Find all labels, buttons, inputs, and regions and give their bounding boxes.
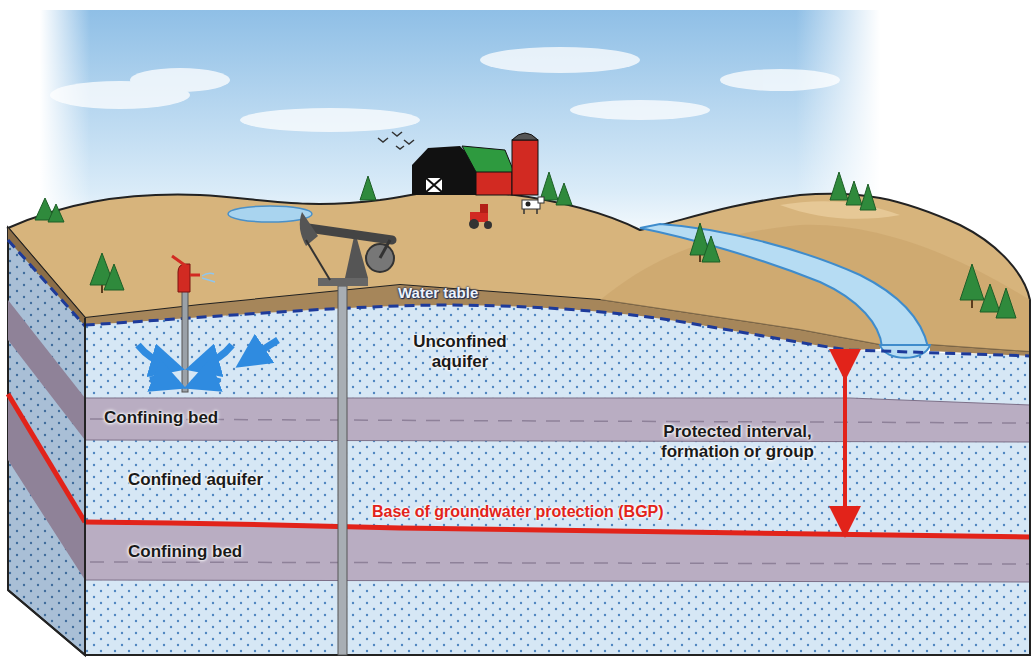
water-table-label: Water table — [398, 284, 478, 301]
bgp-label: Base of groundwater protection (BGP) — [372, 503, 664, 521]
aquifer-label: Confined aquifer — [128, 470, 263, 490]
layer-label: Confining bed — [128, 542, 242, 562]
interval-label: Protected interval, formation or group — [645, 422, 830, 461]
aquifer-label: Unconfined aquifer — [390, 332, 530, 371]
layer-label: Confining bed — [104, 408, 218, 428]
